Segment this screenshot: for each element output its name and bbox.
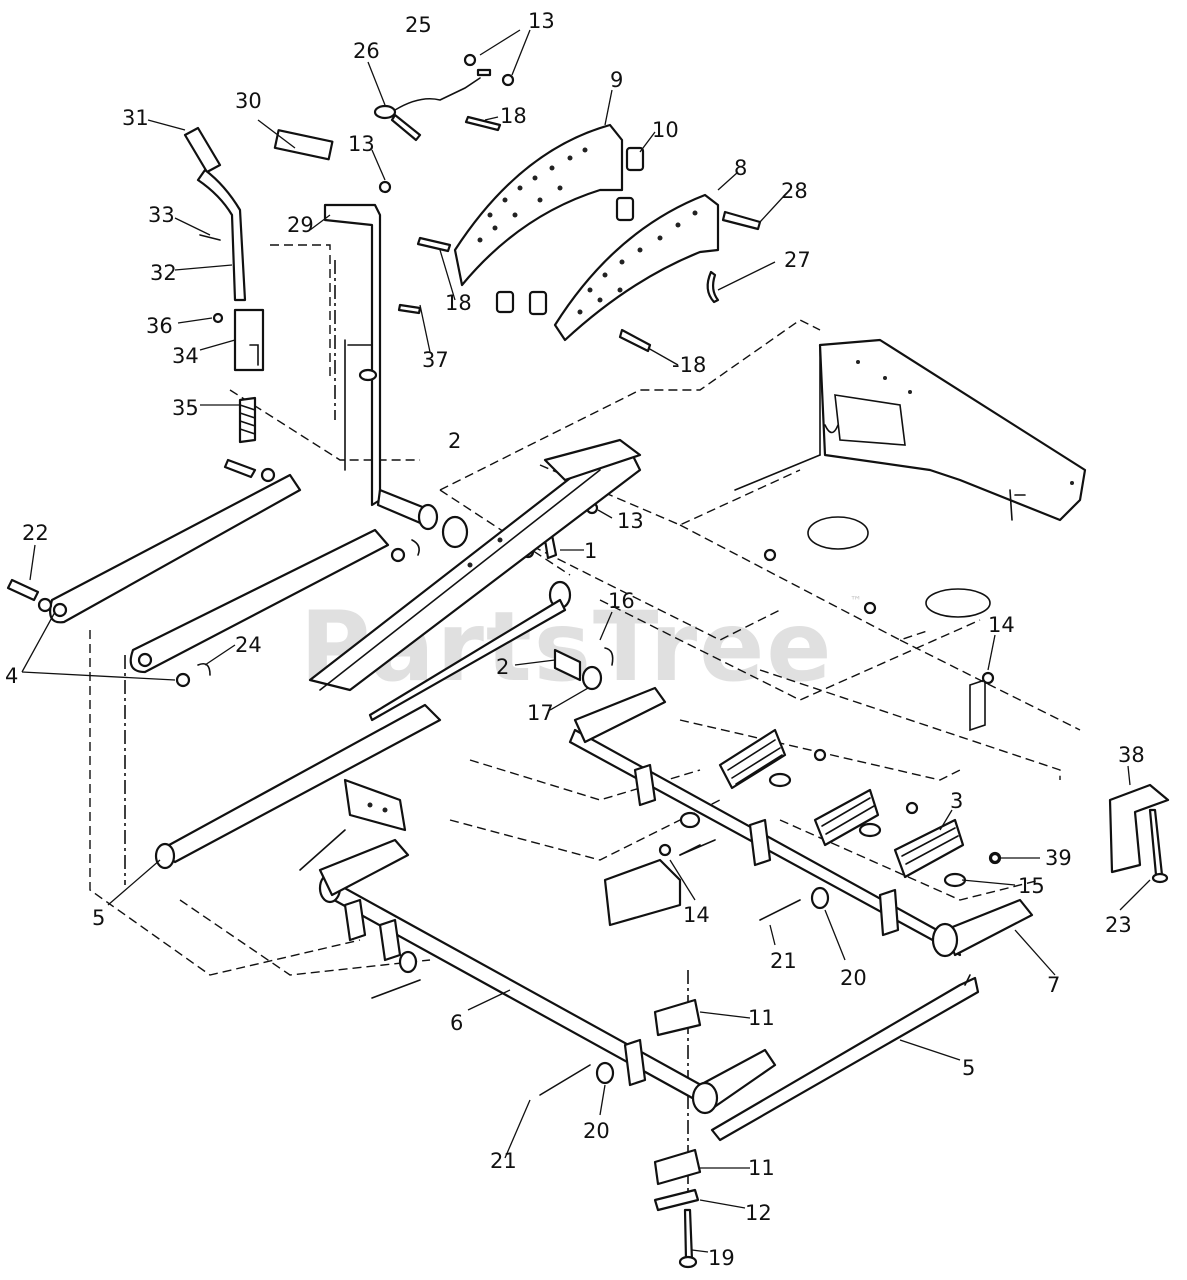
callout-35: 35 [172,396,199,420]
lift-latch-rod [373,77,481,142]
callout-7: 7 [1047,973,1060,997]
lift-lever [273,129,382,507]
callout-37: 37 [422,348,449,372]
callout-10: 10 [652,118,679,142]
callout-18: 18 [445,291,472,315]
callout-19: 19 [708,1246,735,1270]
handle-assembly [183,126,265,444]
diagonal-lift-arm [308,438,642,722]
callout-23: 23 [1105,913,1132,937]
pivot-bracket [299,778,407,871]
hardware-top [378,53,762,353]
callout-31: 31 [122,106,149,130]
callout-5: 5 [92,906,105,930]
quadrant-plate-8 [553,193,720,342]
callout-29: 29 [287,213,314,237]
callout-20: 20 [583,1119,610,1143]
callout-13: 13 [348,132,375,156]
callout-1: 1 [584,539,597,563]
callout-28: 28 [781,179,808,203]
callout-13: 13 [617,509,644,533]
frame-chassis [734,338,1087,732]
callout-8: 8 [734,156,747,180]
callout-16: 16 [608,589,635,613]
lift-links [6,458,420,688]
bracket-38 [1108,783,1170,884]
quadrant-plate-9 [453,123,624,287]
spacers-10 [495,146,645,316]
callout-6: 6 [450,1011,463,1035]
callout-4: 4 [5,664,18,688]
watermark-trademark: ™ [850,594,862,608]
callout-2: 2 [496,655,509,679]
nuts [763,548,1001,864]
callout-30: 30 [235,89,262,113]
callout-25: 25 [405,13,432,37]
callout-14: 14 [988,613,1015,637]
callout-32: 32 [150,261,177,285]
callout-5: 5 [962,1056,975,1080]
callout-3: 3 [950,789,963,813]
callout-34: 34 [172,344,199,368]
callout-39: 39 [1045,846,1072,870]
callout-21: 21 [490,1149,517,1173]
callout-22: 22 [22,521,49,545]
callout-15: 15 [1018,874,1045,898]
callout-9: 9 [610,68,623,92]
callout-13: 13 [528,9,555,33]
callout-36: 36 [146,314,173,338]
callout-18: 18 [500,104,527,128]
callout-38: 38 [1118,743,1145,767]
rear-lift-shaft [568,686,1034,958]
springs-3 [718,728,1002,888]
callout-24: 24 [235,633,262,657]
callout-labels: 25 13 26 9 30 31 18 10 13 8 28 33 29 27 … [5,9,1145,1270]
callout-11: 11 [748,1156,775,1180]
callout-26: 26 [353,39,380,63]
pivot-blocks [653,998,702,1269]
washers-pins [539,844,830,1096]
callout-2: 2 [448,429,461,453]
callout-12: 12 [745,1201,772,1225]
front-lift-shaft [318,838,777,1115]
callout-27: 27 [784,248,811,272]
callout-33: 33 [148,203,175,227]
callout-21: 21 [770,949,797,973]
center-bracket [603,811,716,927]
callout-17: 17 [527,701,554,725]
callout-11: 11 [748,1006,775,1030]
callout-18: -18 [672,353,706,377]
callout-20: 20 [840,966,867,990]
lift-bar-5 [154,703,980,1142]
callout-14: 14 [683,903,710,927]
leader-lines [21,29,1151,1253]
